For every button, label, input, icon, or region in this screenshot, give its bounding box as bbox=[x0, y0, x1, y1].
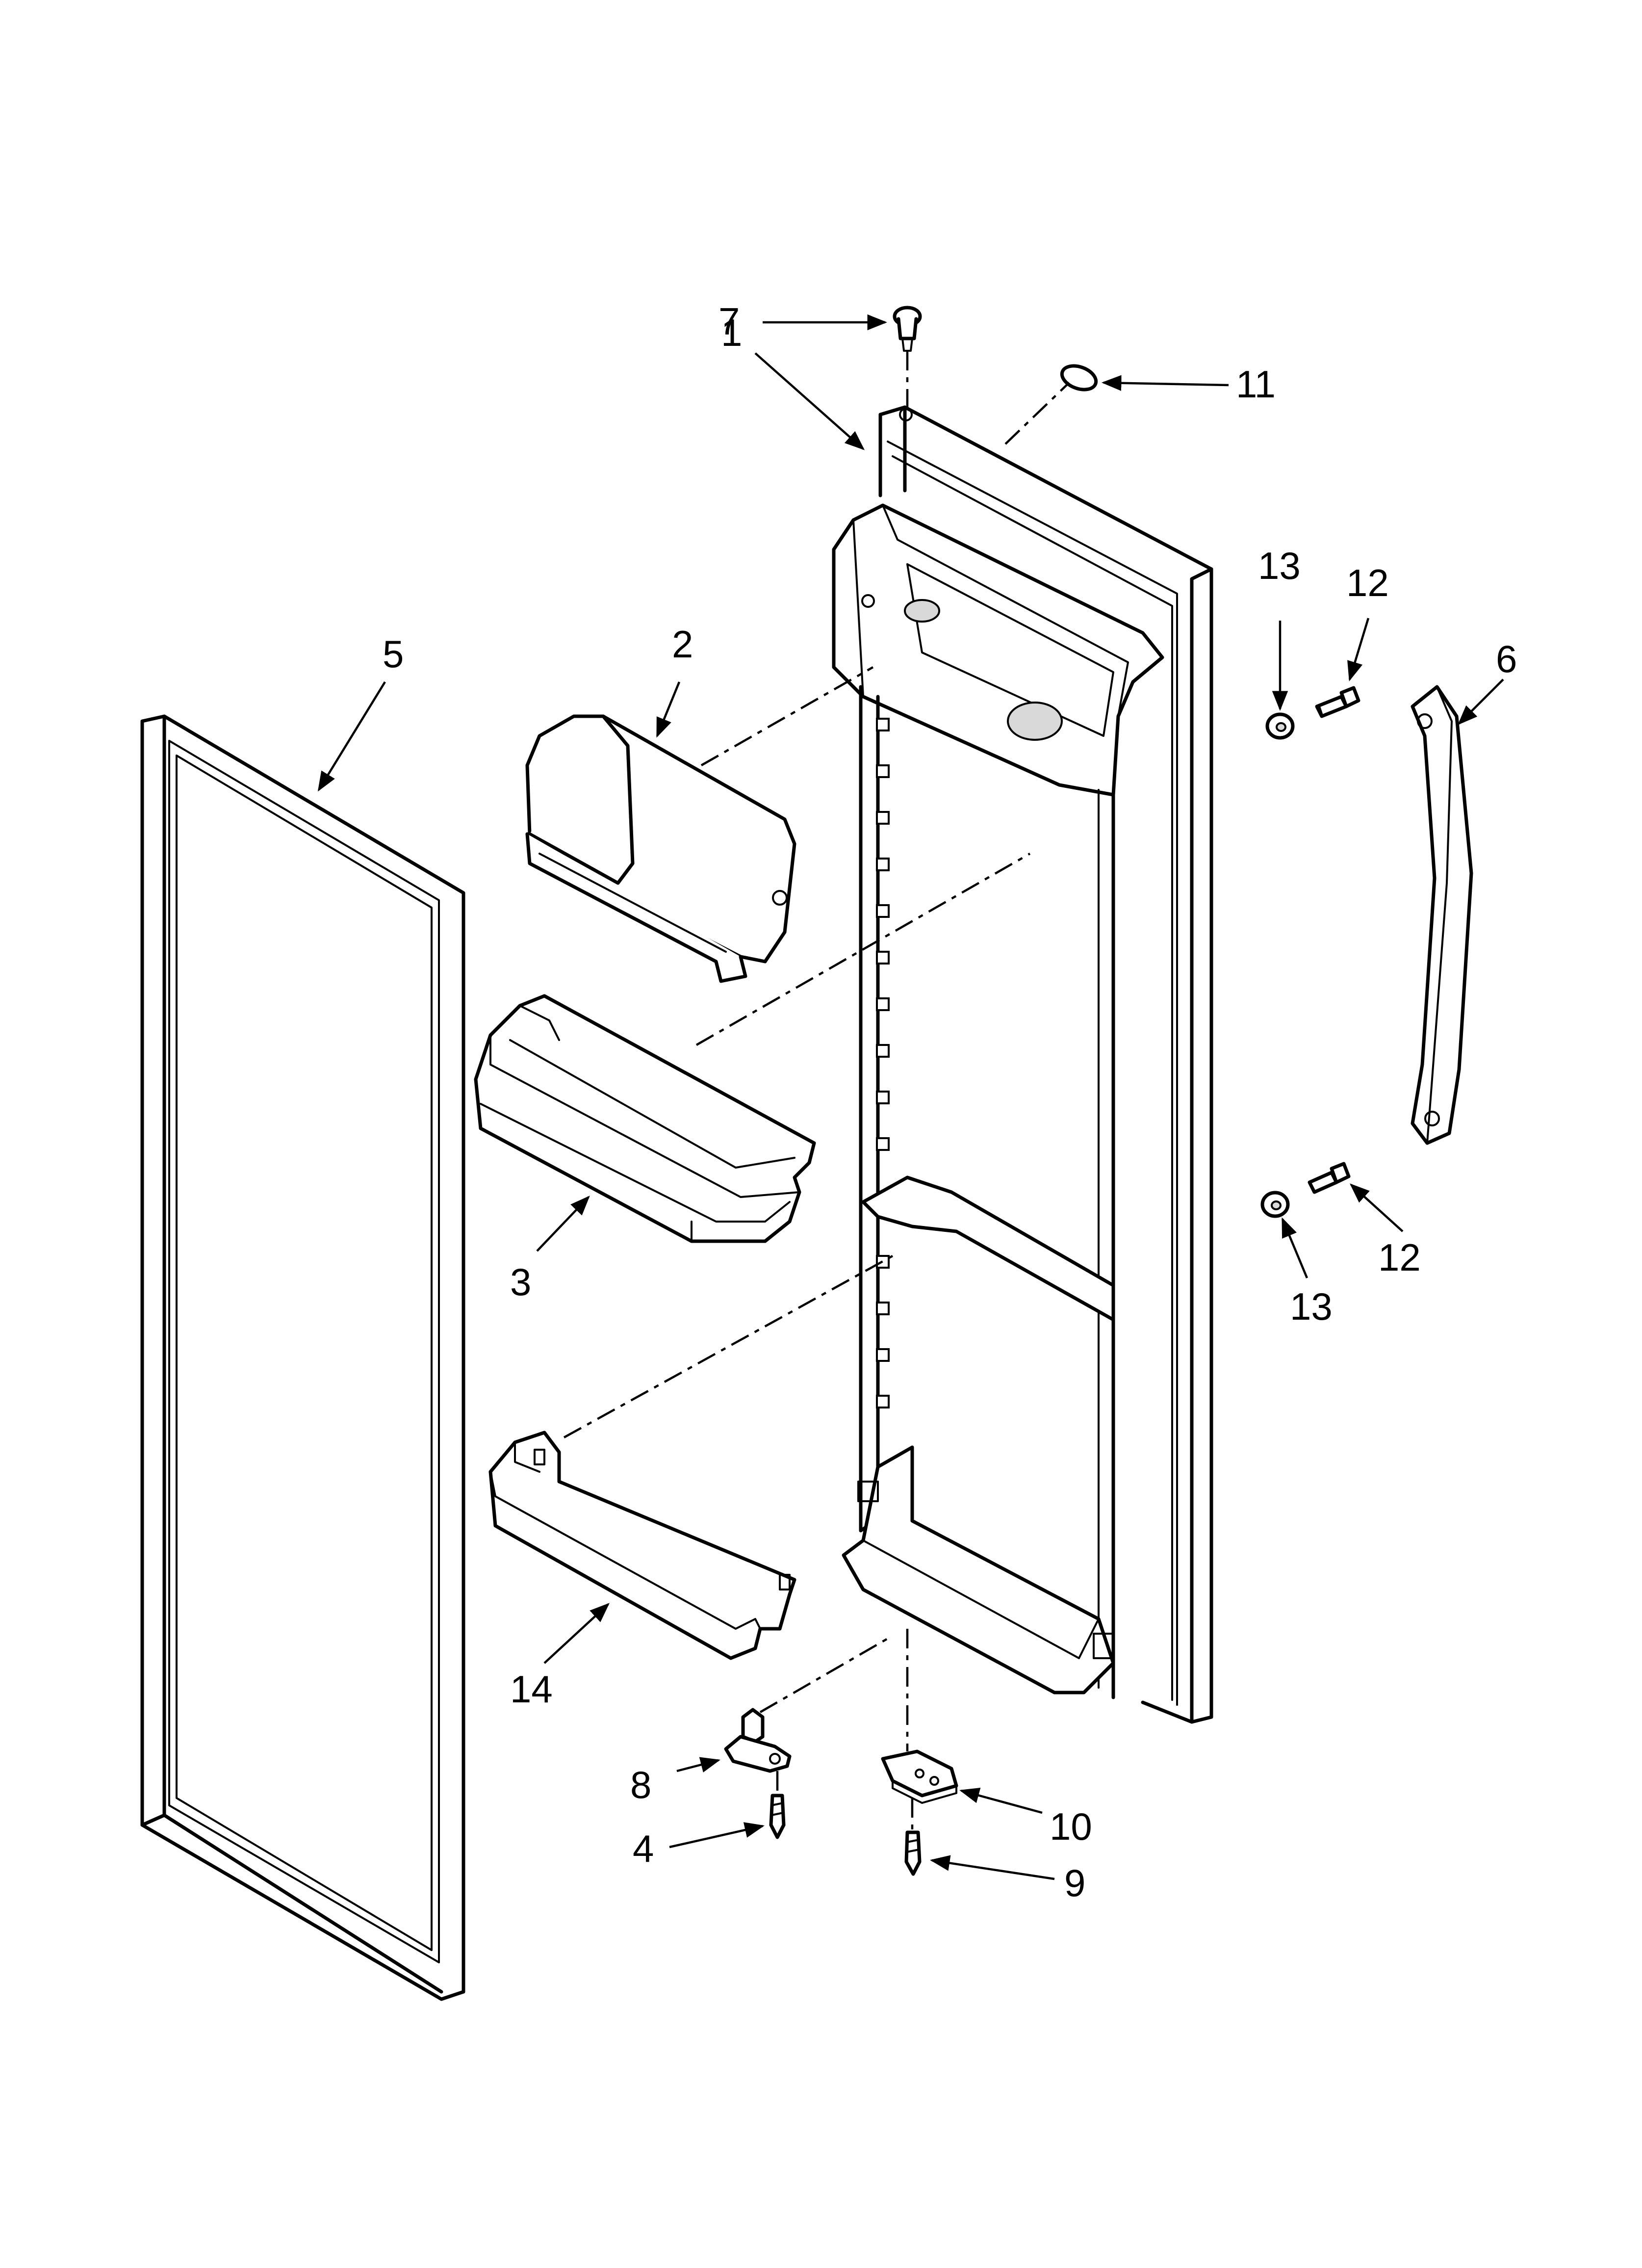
handle-screw-lower bbox=[1308, 1162, 1351, 1194]
hinge-screw-right bbox=[904, 1830, 922, 1876]
shelf-cover bbox=[525, 714, 796, 983]
callout-10: 10 bbox=[1050, 1805, 1092, 1848]
lower-hinge-pin bbox=[724, 1708, 792, 1773]
hole-plug bbox=[1060, 364, 1098, 391]
callout-12-lower: 12 bbox=[1378, 1236, 1421, 1279]
callout-3: 3 bbox=[510, 1260, 531, 1303]
callout-5: 5 bbox=[383, 632, 404, 676]
callout-6: 6 bbox=[1496, 637, 1517, 680]
callout-8: 8 bbox=[630, 1763, 651, 1806]
callout-labels: 1 2 3 4 5 6 7 8 9 10 11 12 12 13 13 14 bbox=[383, 300, 1517, 1904]
door-gasket bbox=[140, 714, 465, 2001]
hinge-screw-left bbox=[769, 1794, 786, 1839]
callout-9: 9 bbox=[1064, 1861, 1085, 1904]
door-liner bbox=[832, 405, 1213, 1724]
hinge-plate bbox=[881, 1749, 958, 1804]
spacer-lower bbox=[1260, 1191, 1290, 1218]
lower-door-bin bbox=[488, 1431, 796, 1660]
callout-11: 11 bbox=[1236, 363, 1276, 406]
leader-lines bbox=[317, 314, 1504, 1880]
callout-1: 1 bbox=[721, 311, 742, 354]
callout-2: 2 bbox=[672, 623, 693, 666]
callout-14: 14 bbox=[510, 1668, 553, 1711]
handle-screw-upper bbox=[1315, 686, 1360, 718]
spacer-upper bbox=[1265, 712, 1295, 740]
door-stop-plug bbox=[893, 306, 922, 352]
door-handle bbox=[1411, 685, 1473, 1145]
door-bin bbox=[474, 994, 816, 1243]
alignment-lines bbox=[563, 351, 1070, 1830]
callout-13-lower: 13 bbox=[1290, 1285, 1333, 1328]
callout-13-upper: 13 bbox=[1258, 544, 1301, 587]
callout-7: 7 bbox=[718, 300, 740, 343]
callout-12-upper: 12 bbox=[1346, 561, 1389, 604]
callout-4: 4 bbox=[633, 1827, 654, 1870]
